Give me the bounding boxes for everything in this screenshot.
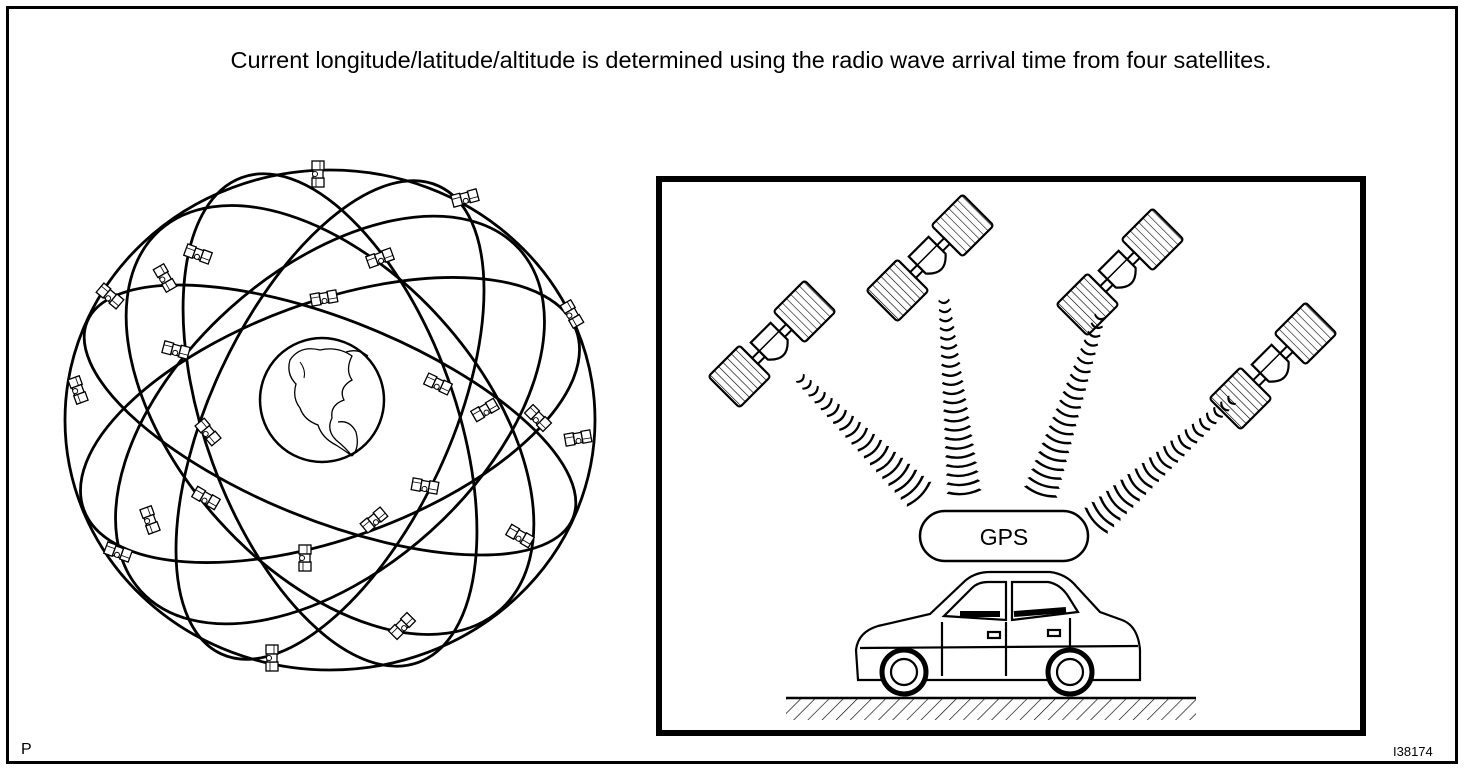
gps-panel: GPS (656, 176, 1366, 736)
car-icon (854, 570, 1142, 697)
figure-code: I38174 (1393, 744, 1433, 759)
earth-globe (258, 336, 386, 464)
figure-caption: Current longitude/latitude/altitude is d… (230, 47, 1272, 73)
corner-label: P (21, 741, 32, 758)
gps-receiver: GPS (918, 509, 1090, 563)
ground (786, 696, 1196, 720)
gps-label: GPS (980, 524, 1029, 550)
constellation-diagram (63, 160, 597, 672)
